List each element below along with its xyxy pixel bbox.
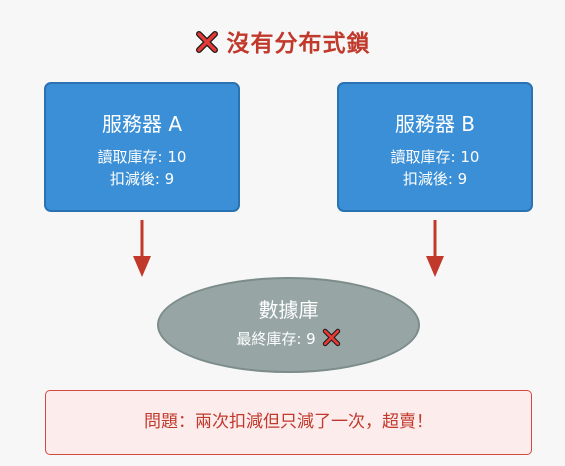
database-name: 數據庫 bbox=[258, 298, 319, 322]
arrow-server-b-to-database bbox=[426, 220, 444, 277]
database-final-stock: 最終庫存: 9 bbox=[236, 330, 316, 348]
server-a-name: 服務器 A bbox=[101, 112, 183, 136]
server-b-box: 服務器 B 讀取庫存: 10 扣減後: 9 bbox=[337, 82, 533, 212]
x-mark-icon bbox=[322, 328, 341, 353]
server-a-after-deduct: 扣減後: 9 bbox=[109, 170, 175, 188]
database-ellipse: 數據庫 最終庫存: 9 bbox=[157, 277, 420, 373]
server-a-read-stock: 讀取庫存: 10 bbox=[97, 148, 187, 166]
server-b-name: 服務器 B bbox=[394, 112, 476, 136]
server-a-box: 服務器 A 讀取庫存: 10 扣減後: 9 bbox=[44, 82, 240, 212]
diagram-title-text: 沒有分布式鎖 bbox=[226, 31, 371, 57]
x-mark-icon bbox=[195, 30, 219, 60]
server-b-after-deduct: 扣減後: 9 bbox=[402, 170, 468, 188]
diagram-title: 沒有分布式鎖 bbox=[0, 24, 565, 60]
problem-text: 問題：兩次扣減但只減了一次，超賣！ bbox=[144, 412, 433, 432]
arrow-server-a-to-database bbox=[133, 220, 151, 277]
server-b-read-stock: 讀取庫存: 10 bbox=[390, 148, 480, 166]
problem-callout: 問題：兩次扣減但只減了一次，超賣！ bbox=[45, 390, 532, 455]
